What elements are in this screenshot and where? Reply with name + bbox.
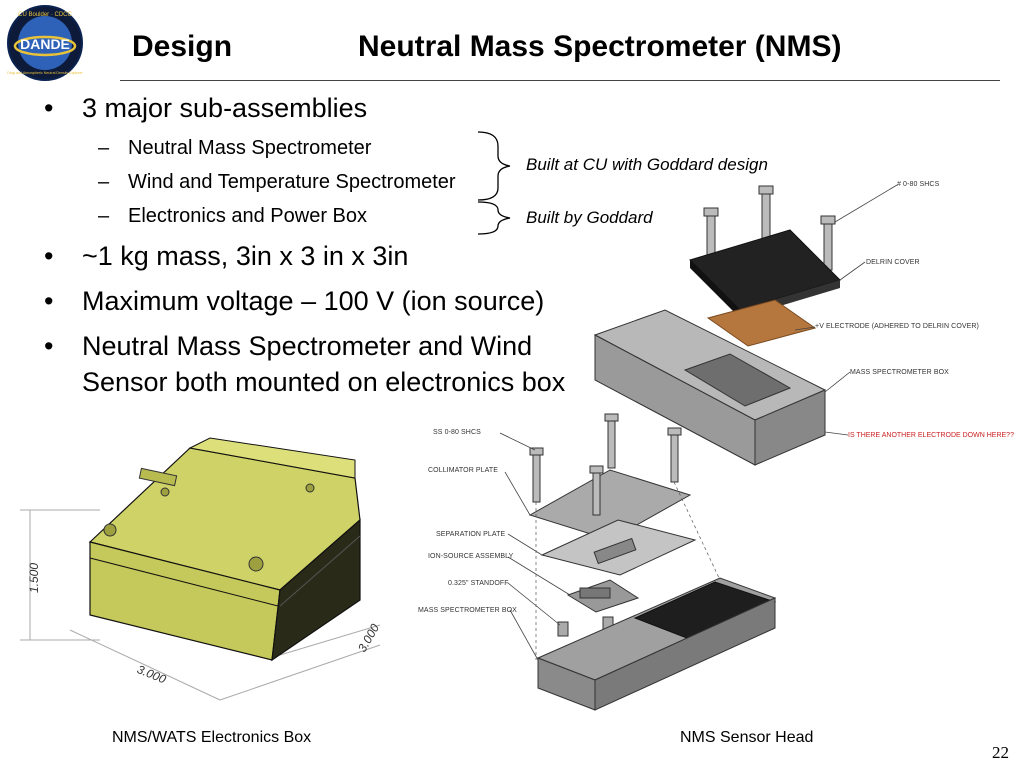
title-section: Design: [132, 30, 233, 63]
sensor-head-drawing: [499, 184, 898, 711]
logo-top-text: CU Boulder · CDCC: [18, 12, 72, 18]
logo-main-text: DANDE: [20, 36, 70, 52]
curly-braces: [477, 131, 511, 235]
page-number: 22: [992, 743, 1009, 762]
label-mass-spec-box-top: MASS SPECTROMETER BOX: [850, 369, 949, 376]
bullet-1: • 3 major sub-assemblies: [44, 92, 368, 124]
bullet-4-text-line2: Sensor both mounted on electronics box: [82, 367, 566, 397]
label-mass-spec-box-bottom: MASS SPECTROMETER BOX: [418, 607, 517, 614]
bullet-4: • Neutral Mass Spectrometer and Wind: [44, 331, 533, 361]
label-collimator-plate: COLLIMATOR PLATE: [428, 467, 499, 474]
dim-depth: 3.000: [355, 621, 382, 654]
logo-bottom-text: Drag and Atmospheric Neutral Density Exp…: [7, 71, 83, 75]
sub-bullet-3: – Electronics and Power Box: [98, 205, 368, 227]
bullet-3-text: Maximum voltage – 100 V (ion source): [82, 286, 545, 316]
dande-logo: CU Boulder · CDCC DANDE Drag and Atmosph…: [6, 4, 84, 82]
bullet-3: • Maximum voltage – 100 V (ion source): [44, 286, 545, 316]
dim-height: 1.500: [27, 563, 41, 593]
bullet-1-text: 3 major sub-assemblies: [82, 93, 368, 123]
sub-bullet-2: – Wind and Temperature Spectrometer: [98, 171, 456, 193]
bullet-2: • ~1 kg mass, 3in x 3 in x 3in: [44, 241, 409, 271]
dim-width: 3.000: [135, 662, 168, 686]
sub-bullet-1-text: Neutral Mass Spectrometer: [128, 137, 372, 159]
label-ion-source-assembly: ION-SOURCE ASSEMBLY: [428, 553, 514, 560]
note-built-goddard: Built by Goddard: [526, 208, 653, 227]
title-divider: [120, 80, 1000, 81]
sub-bullet-1: – Neutral Mass Spectrometer: [98, 137, 372, 159]
bullet-2-text: ~1 kg mass, 3in x 3 in x 3in: [82, 241, 409, 271]
sub-bullet-3-text: Electronics and Power Box: [128, 205, 368, 227]
caption-electronics-box: NMS/WATS Electronics Box: [112, 729, 312, 746]
note-built-cu: Built at CU with Goddard design: [526, 155, 768, 174]
label-electrode-question: IS THERE ANOTHER ELECTRODE DOWN HERE??: [848, 432, 1014, 439]
electronics-box-drawing: 1.500 3.000 3.000: [20, 437, 382, 701]
caption-sensor-head: NMS Sensor Head: [680, 729, 814, 746]
bullet-4-continued: Sensor both mounted on electronics box: [82, 366, 565, 398]
bullet-4-text-line1: Neutral Mass Spectrometer and Wind: [82, 331, 533, 361]
label-standoff: 0.325" STANDOFF: [448, 580, 509, 587]
bullet-dot: •: [44, 93, 54, 123]
label-ss-shcs: SS 0-80 SHCS: [433, 429, 481, 436]
label-v-electrode: +V ELECTRODE (ADHERED TO DELRIN COVER): [815, 323, 979, 330]
slide-title: Neutral Mass Spectrometer (NMS): [358, 30, 842, 63]
label-separation-plate: SEPARATION PLATE: [436, 531, 506, 538]
label-shcs-080: # 0-80 SHCS: [897, 181, 940, 188]
label-delrin-cover: DELRIN COVER: [866, 259, 920, 266]
sub-bullet-2-text: Wind and Temperature Spectrometer: [128, 171, 456, 193]
